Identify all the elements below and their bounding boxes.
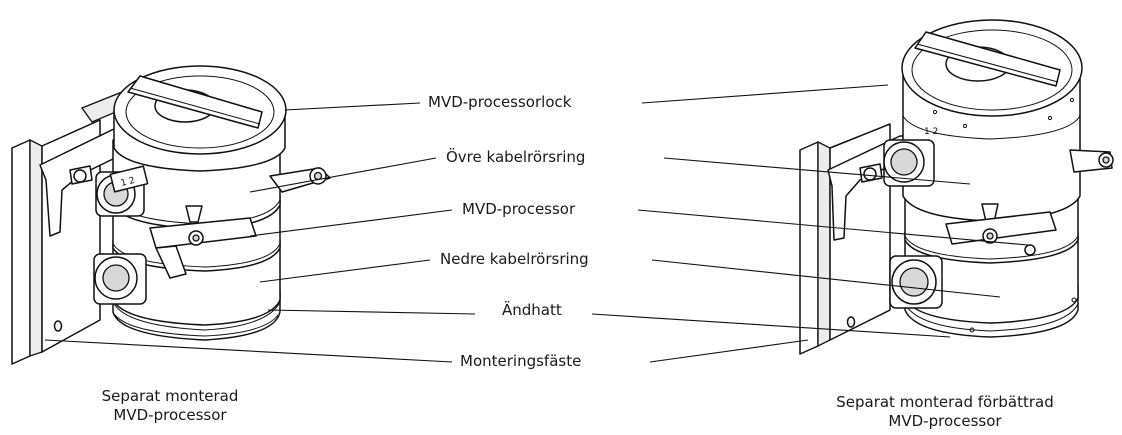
leader-end-cap-left [267, 309, 476, 315]
right-conduit-number: 1 2 [924, 127, 938, 137]
leader-lines [44, 84, 1029, 363]
leader-lower-ring-right [651, 259, 1001, 298]
leader-processor-left [249, 209, 453, 237]
right-upper-conduit-opening [890, 148, 918, 176]
leader-bracket-left [44, 339, 453, 363]
caption-right-line1: Separat monterad förbättrad [836, 393, 1054, 411]
label-end-cap: Ändhatt [502, 301, 562, 319]
right-lower-conduit-opening [899, 267, 929, 297]
left-bracket-plate-face [29, 138, 43, 357]
caption-left-line1: Separat monterad [101, 387, 239, 405]
leader-bracket-right [649, 339, 809, 363]
leader-processor-right [637, 209, 1029, 246]
leader-end-cap-right [591, 313, 951, 338]
caption-left-line2: MVD-processor [113, 406, 227, 424]
left-lower-conduit-opening [102, 264, 130, 292]
right-bracket-hole [846, 316, 856, 328]
right-processor-illustration: 1 2 [799, 19, 1114, 355]
leader-cover-right [641, 84, 889, 104]
label-processor-cover: MVD-processorlock [428, 93, 572, 111]
left-conduit-number: 1 2 [120, 176, 136, 189]
leader-lower-ring-left [259, 259, 431, 283]
label-mvd-processor: MVD-processor [462, 200, 576, 218]
left-clamp-screw [185, 205, 203, 223]
leader-cover-left [284, 102, 421, 111]
caption-right-line2: MVD-processor [888, 412, 1002, 430]
caption-left: Separat monterad MVD-processor [60, 387, 280, 425]
leader-upper-ring-right [663, 157, 971, 185]
right-bracket-plate [799, 141, 819, 355]
caption-right: Separat monterad förbättrad MVD-processo… [810, 393, 1080, 431]
label-upper-conduit-ring: Övre kabelrörsring [446, 148, 586, 166]
label-mounting-bracket: Monteringsfäste [460, 352, 582, 370]
left-bracket-plate [11, 139, 31, 365]
left-processor-illustration: 1 2 [11, 65, 331, 365]
label-lower-conduit-ring: Nedre kabelrörsring [440, 250, 589, 268]
left-bracket-hole [53, 320, 63, 332]
leader-upper-ring-left [249, 157, 437, 193]
